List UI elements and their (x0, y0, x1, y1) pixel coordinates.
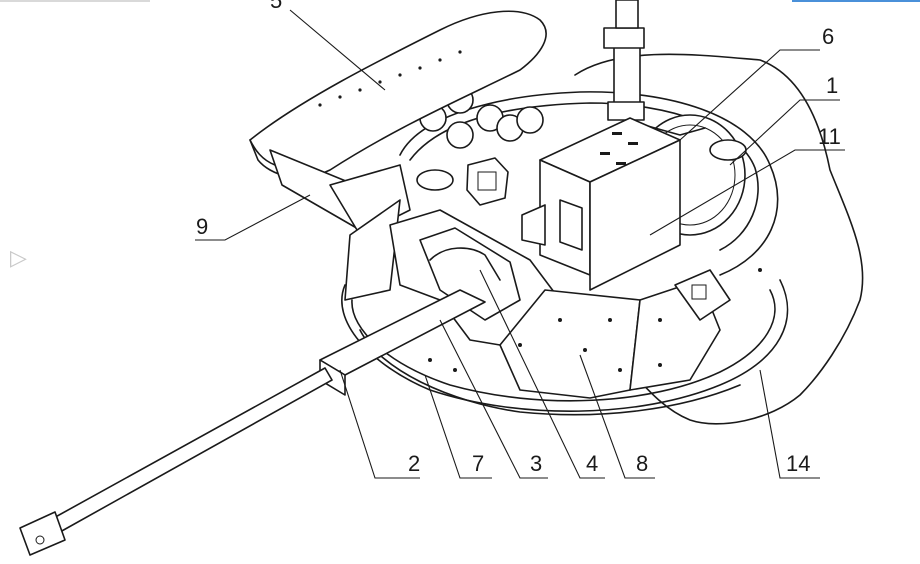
leader-7 (424, 374, 492, 479)
sight-slot-4 (616, 162, 626, 165)
callout-7: 7 (472, 451, 484, 476)
callout-5: 5 (270, 0, 282, 13)
turret-lower-skirt (359, 329, 741, 416)
periscope-top (615, 0, 639, 29)
leader-2 (339, 369, 420, 479)
periscope-mast (613, 39, 641, 111)
radar-cover-rivets (318, 50, 462, 107)
camera-housing (466, 157, 509, 206)
callout-6: 6 (822, 24, 834, 49)
leader-14 (759, 369, 820, 479)
leader-6 (679, 49, 820, 141)
leader-9 (195, 194, 311, 241)
camera-lens (477, 171, 497, 191)
gun-receiver (319, 289, 486, 376)
armor-rivets (428, 268, 762, 372)
callout-11: 11 (818, 124, 841, 149)
callout-14: 14 (786, 451, 810, 476)
leader-11 (649, 149, 845, 236)
leader-4 (479, 269, 605, 479)
callout-4: 4 (586, 451, 598, 476)
rear-sensor (674, 269, 731, 321)
camera-ring (416, 169, 454, 191)
hatch-knob (709, 139, 747, 161)
leader-3 (439, 319, 548, 479)
top-edge-bar-right (792, 0, 920, 2)
leader-1 (729, 99, 840, 166)
sight-window-2 (521, 204, 546, 246)
rear-sensor-lens (691, 284, 707, 300)
gun-muzzle-bore (35, 535, 45, 545)
mantlet-cradle (429, 247, 501, 281)
sight-slot-2 (628, 142, 638, 145)
leader-8 (579, 354, 655, 479)
hull-outline (574, 53, 864, 425)
callout-1: 1 (826, 73, 838, 98)
sight-slot-1 (612, 132, 622, 135)
callout-3: 3 (530, 451, 542, 476)
leader-5 (289, 9, 386, 91)
radar-cover (249, 10, 547, 179)
turret-ring-inner (409, 102, 759, 251)
sight-window (559, 199, 583, 251)
gun-barrel (49, 367, 333, 533)
periscope-head (603, 27, 645, 49)
radar-cover-edge (249, 139, 276, 166)
periscope-clamp (607, 101, 645, 121)
chevron-right-icon[interactable]: ▷ (10, 246, 27, 271)
callout-9: 9 (196, 214, 208, 239)
sight-slot-3 (600, 152, 610, 155)
gun-muzzle (19, 511, 66, 556)
sight-box-side (589, 139, 681, 291)
top-edge-bar-left (0, 0, 150, 2)
callout-2: 2 (408, 451, 420, 476)
left-armor-wing (344, 199, 401, 301)
callout-8: 8 (636, 451, 648, 476)
